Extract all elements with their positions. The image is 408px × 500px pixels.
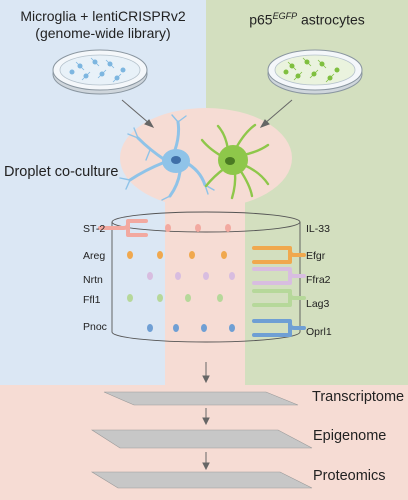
ffl1-lag3-ligand-dot-3 [185, 294, 191, 302]
nrtn-ffra2-receptor [252, 267, 306, 285]
astrocyte-title-main: p65 [249, 11, 273, 28]
areg-efgr-ligand-dot-3 [189, 251, 195, 259]
astrocyte-dish [267, 49, 363, 95]
areg-efgr-ligand-dot-1 [127, 251, 133, 259]
ligand-label-ffl1: Ffl1 [83, 294, 101, 306]
areg-efgr-ligand-dot-2 [157, 251, 163, 259]
ligand-label-st2: ST-2 [83, 223, 106, 235]
dish-arrows [121, 99, 293, 128]
st2-il33-ligand-dot-1 [165, 224, 171, 232]
ligand-label-pnoc: Pnoc [83, 321, 107, 333]
epigenome-slab [90, 429, 313, 449]
st2-il33-ligand-dot-3 [225, 224, 231, 232]
ligand-receptor-rows [98, 219, 306, 337]
pnoc-oprl1-ligand-dot-3 [201, 324, 207, 332]
coculture-label: Droplet co-culture [4, 164, 119, 180]
astrocyte-title: p65EGFP astrocytes [206, 8, 408, 29]
receptor-label-ffra2: Ffra2 [306, 274, 331, 286]
astrocyte-title-suffix: astrocytes [297, 11, 365, 28]
ffl1-lag3-ligand-dot-1 [127, 294, 133, 302]
microglia-cell [119, 114, 215, 201]
receptor-label-lag3: Lag3 [306, 298, 330, 310]
nrtn-ffra2-ligand-dot-3 [203, 272, 209, 280]
microglia-dish [52, 49, 148, 95]
nrtn-ffra2-ligand-dot-4 [229, 272, 235, 280]
ffl1-lag3-receptor [252, 289, 306, 307]
omics-label-proteomics: Proteomics [313, 468, 386, 484]
astrocyte-cell [200, 123, 270, 200]
receptor-label-oprl1: Oprl1 [306, 326, 332, 338]
pink-band [165, 200, 245, 385]
ligand-label-nrtn: Nrtn [83, 274, 103, 286]
microglia-title-line1: Microglia + lentiCRISPRv2 [20, 8, 186, 24]
pnoc-oprl1-ligand-dot-2 [173, 324, 179, 332]
droplet [120, 108, 292, 208]
areg-efgr-ligand-dot-4 [221, 251, 227, 259]
nrtn-ffra2-ligand-dot-1 [147, 272, 153, 280]
omics-label-epigenome: Epigenome [313, 428, 387, 444]
pnoc-oprl1-ligand-dot-1 [147, 324, 153, 332]
astrocyte-title-superscript: EGFP [272, 11, 298, 21]
receptor-label-efgr: Efgr [306, 250, 326, 262]
st2-il33-ligand-dot-2 [195, 224, 201, 232]
receptor-label-il33: IL-33 [306, 223, 330, 235]
pnoc-oprl1-ligand-dot-4 [229, 324, 235, 332]
microglia-title-line2: (genome-wide library) [35, 25, 171, 41]
ligand-label-areg: Areg [83, 250, 106, 262]
omics-label-transcriptome: Transcriptome [312, 389, 405, 405]
st2-il33-receptor [98, 219, 148, 237]
transcriptome-slab [103, 391, 299, 406]
areg-efgr-receptor [252, 246, 306, 264]
proteomics-slab [90, 471, 313, 489]
microglia-title: Microglia + lentiCRISPRv2 (genome-wide l… [0, 8, 206, 42]
nrtn-ffra2-ligand-dot-2 [175, 272, 181, 280]
ffl1-lag3-ligand-dot-2 [157, 294, 163, 302]
ffl1-lag3-ligand-dot-4 [217, 294, 223, 302]
pnoc-oprl1-receptor [252, 319, 306, 337]
omics-arrows [202, 362, 210, 471]
